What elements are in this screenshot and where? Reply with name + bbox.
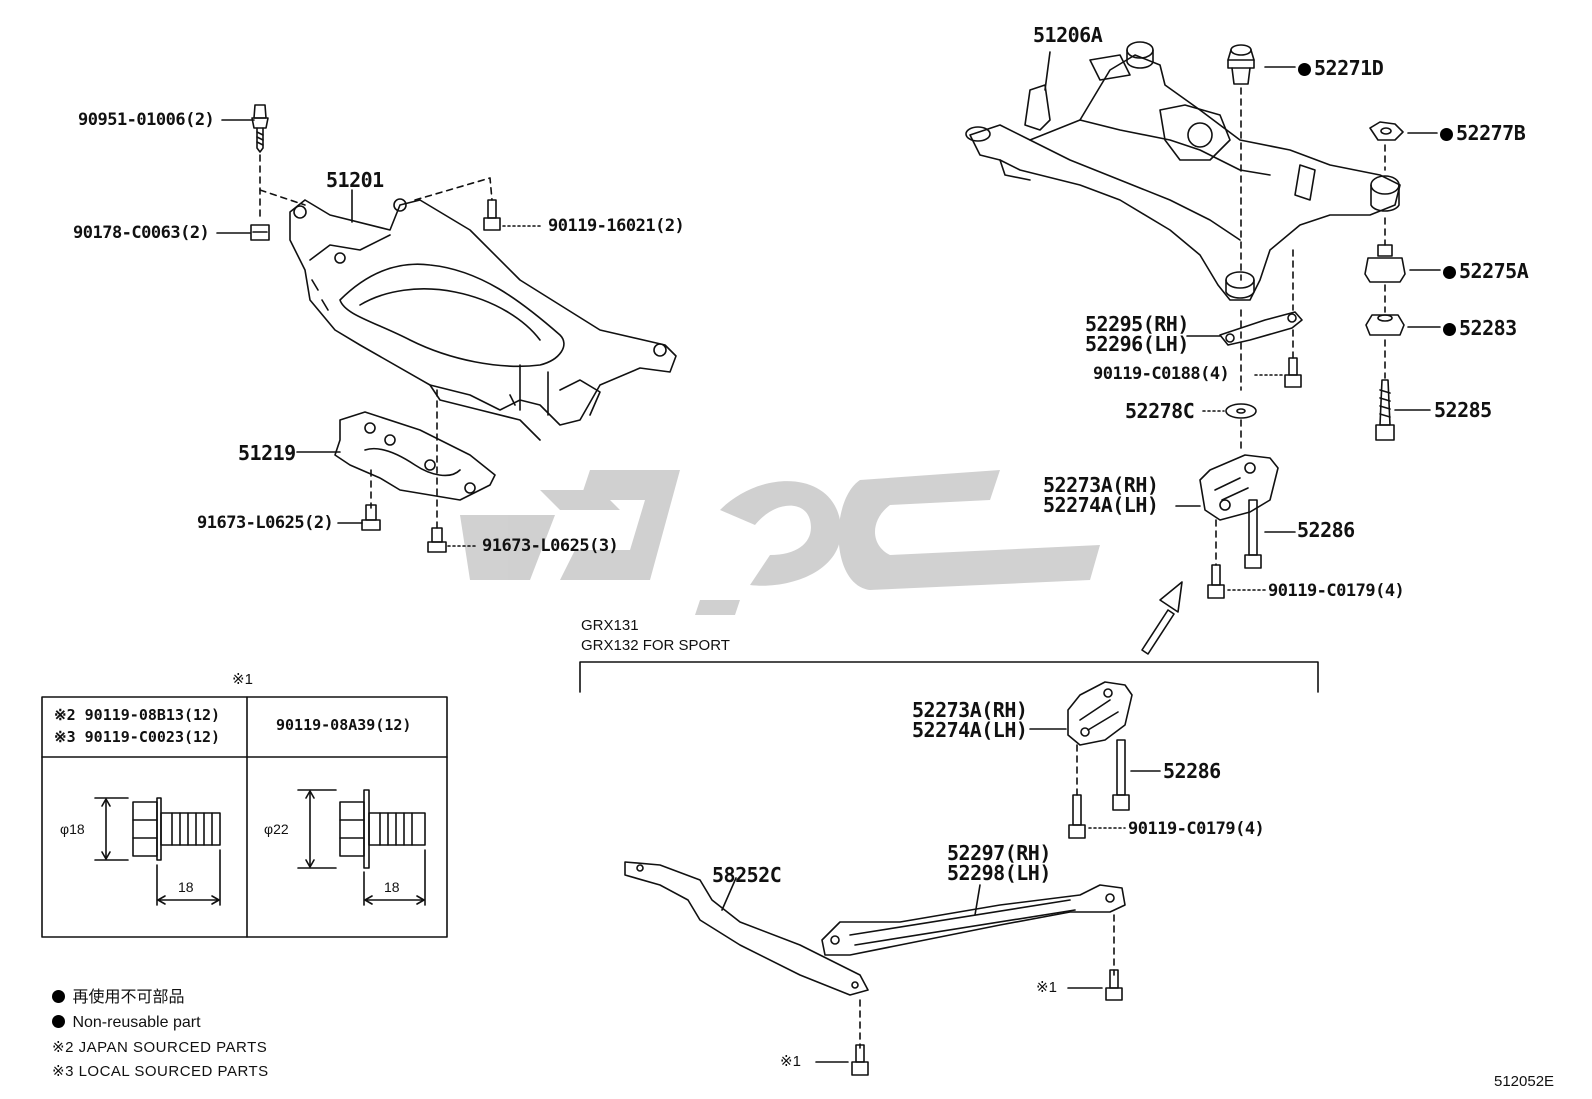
stopper-52277B	[1369, 121, 1404, 141]
label-52297: 52297(RH)	[947, 841, 1051, 865]
label-52277B: 52277B	[1440, 123, 1526, 143]
label-52295: 52295(RH)	[1085, 312, 1189, 336]
bolt-52286-upper	[1244, 499, 1262, 569]
table-part-08A39: 90119-08A39(12)	[276, 716, 412, 734]
bolt-90951-01006	[251, 104, 269, 153]
ref-note-1-right: ※1	[1036, 979, 1057, 996]
label-52283: 52283	[1443, 318, 1517, 338]
dim-length-1: 18	[178, 879, 194, 895]
bolt-91673-L0625-a	[361, 504, 381, 531]
bolt-ref1-bottom	[851, 1044, 869, 1076]
table-part-local: ※3 90119-C0023(12)	[54, 728, 221, 746]
subframe-51206A	[965, 41, 1401, 301]
label-52271D: 52271D	[1298, 58, 1384, 78]
legend-note-2: ※2 JAPAN SOURCED PARTS	[52, 1039, 268, 1056]
dim-diameter-1: φ18	[60, 821, 85, 837]
label-52274A-upper: 52274A(LH)	[1043, 493, 1159, 517]
label-90178-C0063: 90178-C0063(2)	[73, 223, 210, 243]
label-90119-C0179-upper: 90119-C0179(4)	[1268, 581, 1405, 601]
label-90119-16021: 90119-16021(2)	[548, 216, 685, 236]
cushion-52275A	[1364, 244, 1406, 283]
nut-90178-C0063	[250, 224, 270, 241]
label-52273A-upper: 52273A(RH)	[1043, 473, 1159, 497]
retainer-52283	[1365, 314, 1405, 336]
label-52286-lower: 52286	[1163, 759, 1221, 783]
brace-52297	[821, 884, 1126, 956]
arrow-indicator	[1141, 581, 1183, 655]
brace-58252C	[624, 861, 869, 996]
link-52295	[1219, 311, 1303, 346]
label-52274A-lower: 52274A(LH)	[912, 718, 1028, 742]
label-52285: 52285	[1434, 398, 1492, 422]
bolt-90119-C0179-lower	[1068, 794, 1086, 839]
dim-length-2: 18	[384, 879, 400, 895]
bracket-52273A-upper	[1199, 454, 1279, 521]
table-part-japan: ※2 90119-08B13(12)	[54, 706, 221, 724]
bolt-90119-16021	[483, 199, 501, 231]
label-91673-L0625-a: 91673-L0625(2)	[197, 513, 334, 533]
variant-line-1: GRX131	[581, 617, 639, 634]
label-90119-C0179-lower: 90119-C0179(4)	[1128, 819, 1265, 839]
label-52296: 52296(LH)	[1085, 332, 1189, 356]
bolt-52286-lower	[1112, 739, 1130, 811]
bolt-91673-L0625-b	[427, 527, 447, 553]
label-90119-C0188: 90119-C0188(4)	[1093, 364, 1230, 384]
non-reusable-dot-icon	[1443, 266, 1456, 279]
watermark-logo	[460, 470, 1100, 615]
label-51201: 51201	[326, 168, 384, 192]
bolt-52285	[1375, 379, 1395, 441]
dim-diameter-2: φ22	[264, 821, 289, 837]
non-reusable-dot-icon	[52, 1015, 65, 1028]
label-52275A: 52275A	[1443, 261, 1529, 281]
label-51219: 51219	[238, 441, 296, 465]
bolt-ref1-right	[1105, 969, 1123, 1001]
label-52273A-lower: 52273A(RH)	[912, 698, 1028, 722]
variant-line-2: GRX132 FOR SPORT	[581, 637, 730, 654]
spec-table	[41, 696, 448, 938]
bolt-90119-C0188	[1284, 357, 1302, 388]
non-reusable-dot-icon	[1440, 128, 1453, 141]
label-91673-L0625-b: 91673-L0625(3)	[482, 536, 619, 556]
mount-52271D	[1227, 44, 1255, 85]
ref-note-1-bottom: ※1	[780, 1053, 801, 1070]
label-52298: 52298(LH)	[947, 861, 1051, 885]
plate-51219	[334, 411, 496, 501]
non-reusable-dot-icon	[1298, 63, 1311, 76]
bolt-90119-C0179-upper	[1207, 564, 1225, 599]
figure-code: 512052E	[1494, 1073, 1555, 1090]
legend-jp: 再使用不可部品	[52, 990, 184, 1006]
label-90951-01006: 90951-01006(2)	[78, 110, 215, 130]
label-51206A: 51206A	[1033, 23, 1103, 47]
legend-en: Non-reusable part	[52, 1015, 201, 1031]
table-ref-note: ※1	[232, 671, 253, 688]
label-52278C: 52278C	[1125, 399, 1195, 423]
label-58252C: 58252C	[712, 863, 782, 887]
bracket-52273A-lower	[1067, 681, 1133, 746]
legend-note-3: ※3 LOCAL SOURCED PARTS	[52, 1063, 269, 1080]
label-52286-upper: 52286	[1297, 518, 1355, 542]
washer-52278C	[1225, 403, 1257, 419]
non-reusable-dot-icon	[1443, 323, 1456, 336]
non-reusable-dot-icon	[52, 990, 65, 1003]
